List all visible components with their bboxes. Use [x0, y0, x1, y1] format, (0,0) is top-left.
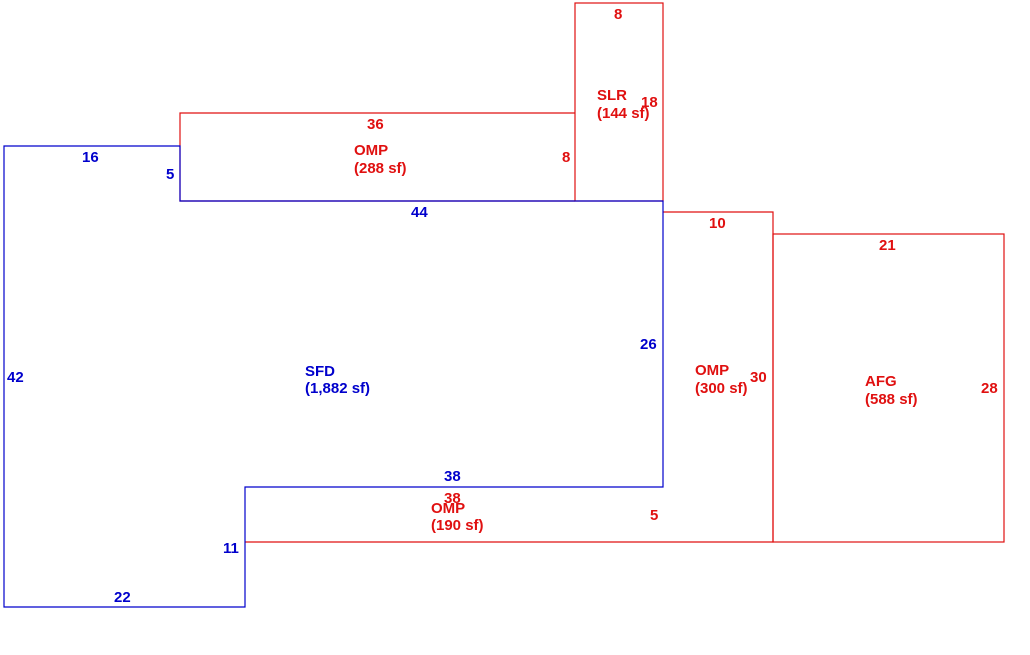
sfd-dim-lower-step: 11 [223, 540, 239, 557]
omp-top-dim-top: 36 [367, 116, 384, 133]
sfd-dim-right: 26 [640, 336, 657, 353]
omp-bottom-dim-right: 5 [650, 507, 658, 524]
sfd-dim-mid-top: 44 [411, 204, 428, 221]
omp-right-label: OMP [695, 362, 729, 379]
afg-dim-right: 28 [981, 380, 998, 397]
slr-dim-top: 8 [614, 6, 622, 23]
sfd-dim-upper-step: 5 [166, 166, 174, 183]
omp-right-dim-top: 10 [709, 215, 726, 232]
omp-bottom-label: OMP [431, 500, 465, 517]
sfd-outline [3, 145, 664, 608]
sfd-dim-left: 42 [7, 369, 24, 386]
afg-label: AFG [865, 373, 897, 390]
slr-area: 8 18 SLR (144 sf) [574, 2, 664, 202]
sfd-dim-top: 16 [82, 149, 99, 166]
afg-dim-top: 21 [879, 237, 896, 254]
omp-right-dim-right: 30 [750, 369, 767, 386]
afg-area-label: (588 sf) [865, 391, 918, 408]
omp-top-dim-right: 8 [562, 149, 570, 166]
omp-bottom-area: 38 5 OMP (190 sf) [245, 490, 663, 543]
omp-top-label: OMP [354, 142, 388, 159]
omp-right-area: 10 30 OMP (300 sf) [663, 211, 774, 543]
omp-top-area: 36 8 OMP (288 sf) [179, 112, 575, 202]
slr-area-label: (144 sf) [597, 105, 650, 122]
slr-label: SLR [597, 87, 627, 104]
omp-top-area-label: (288 sf) [354, 160, 407, 177]
sfd-label: SFD [305, 363, 335, 380]
omp-bottom-dim-top: 38 [444, 490, 461, 507]
omp-right-area-label: (300 sf) [695, 380, 748, 397]
omp-bottom-area-label: (190 sf) [431, 517, 484, 534]
sfd-dim-bottom: 22 [114, 589, 131, 606]
slr-dim-right: 18 [641, 94, 658, 111]
afg-outline [772, 233, 1005, 543]
sfd-area: 16 5 44 26 38 11 22 42 SFD (1,882 sf) [3, 145, 664, 608]
sfd-area-label: (1,882 sf) [305, 380, 370, 397]
sfd-dim-lower-top: 38 [444, 468, 461, 485]
afg-area: 21 28 AFG (588 sf) [772, 233, 1005, 543]
